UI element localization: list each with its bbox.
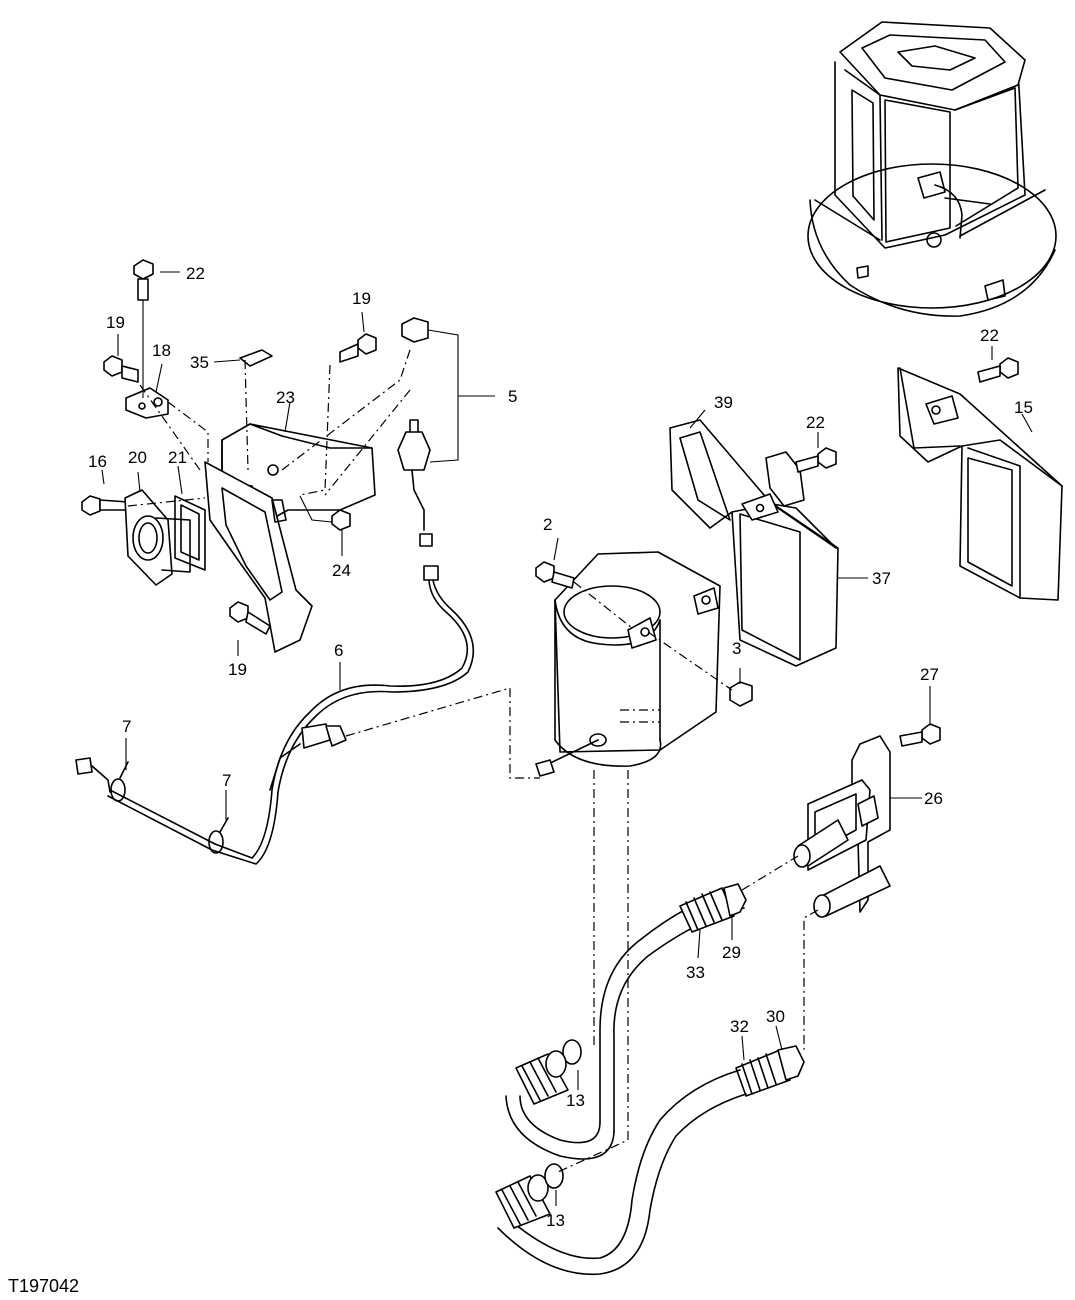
flange-20 <box>124 489 191 586</box>
callout-labels: 22 19 18 35 19 23 5 16 20 21 24 19 6 7 7… <box>8 264 1033 1296</box>
callout-33: 33 <box>686 963 705 982</box>
callout-21: 21 <box>168 448 187 467</box>
figure-id: T197042 <box>8 1276 79 1296</box>
callout-6: 6 <box>334 641 343 660</box>
hose-middle <box>505 1039 615 1160</box>
bolt-19a <box>103 355 139 383</box>
callout-7: 7 <box>222 771 231 790</box>
callout-3: 3 <box>732 639 741 658</box>
callout-13: 13 <box>566 1091 585 1110</box>
gasket-21 <box>174 495 206 571</box>
nut-3 <box>729 681 753 707</box>
callout-5: 5 <box>508 387 517 406</box>
callout-27: 27 <box>920 665 939 684</box>
bolt-19c <box>229 601 271 635</box>
sensor-5 <box>397 317 433 547</box>
callout-19: 19 <box>106 313 125 332</box>
callout-22: 22 <box>186 264 205 283</box>
nut-24 <box>331 509 351 531</box>
callout-26: 26 <box>924 789 943 808</box>
cab-overview <box>807 21 1057 317</box>
hose-lower <box>495 1045 805 1276</box>
callout-23: 23 <box>276 388 295 407</box>
callout-29: 29 <box>722 943 741 962</box>
callout-30: 30 <box>766 1007 785 1026</box>
callout-19: 19 <box>352 289 371 308</box>
bracket-18 <box>125 387 169 419</box>
callout-37: 37 <box>872 569 891 588</box>
bolt-27 <box>899 723 941 747</box>
callout-39: 39 <box>714 393 733 412</box>
blower-assembly <box>81 259 495 653</box>
bolt-2 <box>535 561 575 589</box>
callout-22: 22 <box>980 326 999 345</box>
heater-unit <box>535 551 721 777</box>
callout-18: 18 <box>152 341 171 360</box>
hose-upper <box>599 883 747 1133</box>
clip-35 <box>239 349 273 367</box>
callout-22: 22 <box>806 413 825 432</box>
callout-2: 2 <box>543 515 552 534</box>
bolt-22a <box>133 259 154 301</box>
bolt-19b <box>339 333 377 363</box>
harness-6 <box>75 565 540 865</box>
duct-15 <box>897 367 1063 601</box>
callout-7: 7 <box>122 717 131 736</box>
callout-32: 32 <box>730 1017 749 1036</box>
callout-13: 13 <box>546 1211 565 1230</box>
duct-39-37 <box>669 419 839 667</box>
callout-15: 15 <box>1014 398 1033 417</box>
bolt-22b <box>795 447 837 473</box>
callout-19: 19 <box>228 660 247 679</box>
callout-20: 20 <box>128 448 147 467</box>
callout-35: 35 <box>190 353 209 372</box>
callout-24: 24 <box>332 561 351 580</box>
bolt-16 <box>81 495 129 516</box>
callout-16: 16 <box>88 452 107 471</box>
bolt-22c <box>977 357 1019 383</box>
